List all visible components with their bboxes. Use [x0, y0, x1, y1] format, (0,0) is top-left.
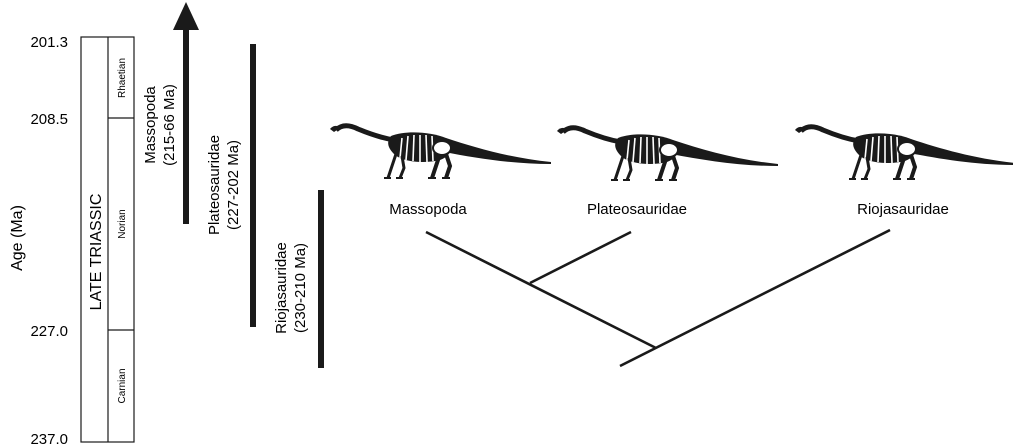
tick-label: 237.0	[30, 431, 68, 448]
stage-label-norian: Norian	[117, 209, 128, 238]
sauropodomorph-skeleton-icon	[557, 128, 778, 180]
stage-label-rhaetian: Rhaetian	[117, 58, 128, 98]
range-bar-plateosauridae	[250, 44, 256, 327]
tick-label: 201.3	[30, 34, 68, 51]
arrow-up-icon	[173, 2, 199, 30]
range-label-name: Plateosauridae	[206, 135, 223, 235]
y-axis-label: Age (Ma)	[9, 205, 26, 271]
range-label-name: Riojasauridae	[273, 242, 290, 334]
range-label-interval: (230-210 Ma)	[292, 243, 309, 333]
taxon-label-riojasauridae: Riojasauridae	[857, 201, 949, 218]
tick-label: 227.0	[30, 323, 68, 340]
epoch-label: LATE TRIASSIC	[88, 194, 105, 311]
range-label-interval: (215-66 Ma)	[161, 84, 178, 166]
range-label-interval: (227-202 Ma)	[225, 140, 242, 230]
taxon-label-plateosauridae: Plateosauridae	[587, 201, 687, 218]
tick-label: 208.5	[30, 111, 68, 128]
range-label-name: Massopoda	[142, 86, 159, 164]
stage-label-carnian: Carnian	[117, 368, 128, 403]
sauropodomorph-skeleton-icon	[795, 127, 1013, 179]
taxon-label-massopoda: Massopoda	[389, 201, 467, 218]
sauropodomorph-skeleton-icon	[330, 126, 551, 178]
cladogram	[426, 230, 890, 366]
range-bar-riojasauridae	[318, 190, 324, 368]
